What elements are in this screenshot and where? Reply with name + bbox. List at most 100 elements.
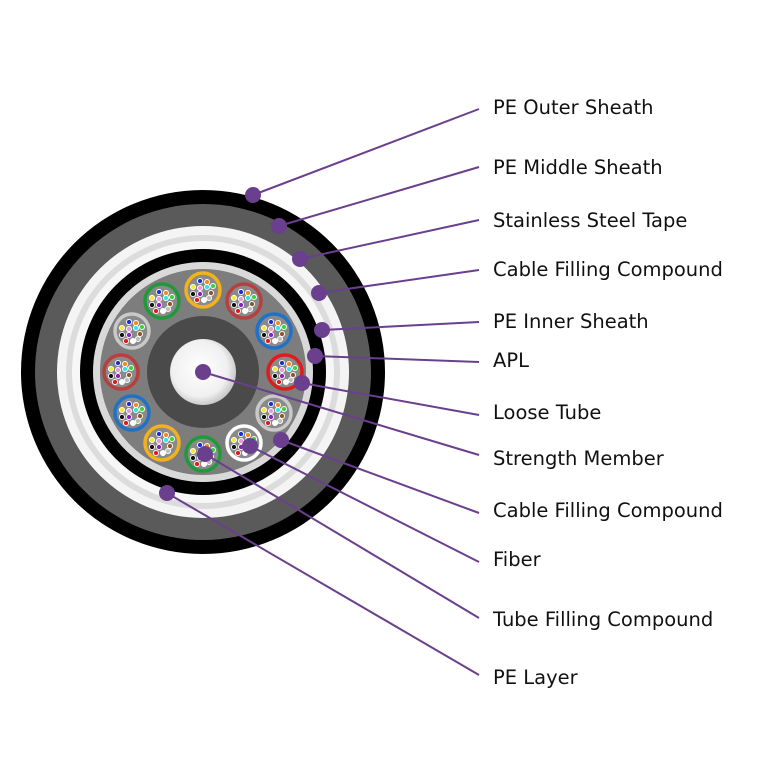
fiber	[200, 460, 208, 468]
fiber	[250, 293, 258, 301]
fiber	[200, 296, 208, 304]
fiber	[122, 419, 130, 427]
fiber	[209, 282, 217, 290]
leader-line	[204, 453, 480, 619]
fiber	[230, 436, 238, 444]
fiber	[203, 278, 211, 286]
fiber	[278, 366, 286, 374]
fiber	[132, 319, 140, 327]
fiber	[123, 376, 131, 384]
fiber	[134, 417, 142, 425]
fiber	[275, 378, 283, 386]
leader-dot	[271, 218, 287, 234]
fiber	[276, 335, 284, 343]
leader-line	[314, 355, 480, 363]
label-stainless-steel-tape: Stainless Steel Tape	[493, 209, 688, 232]
fiber	[280, 323, 288, 331]
fiber	[264, 337, 272, 345]
fiber	[267, 413, 275, 421]
label-pe-layer: PE Layer	[493, 666, 578, 689]
fiber	[148, 443, 156, 451]
fiber	[278, 330, 286, 338]
fiber	[148, 301, 156, 309]
fiber	[164, 305, 172, 313]
fiber	[196, 290, 204, 298]
fiber	[237, 295, 245, 303]
fiber	[166, 300, 174, 308]
label-cable-filling-compound-outer: Cable Filling Compound	[493, 258, 723, 281]
fiber	[132, 401, 140, 409]
fiber	[118, 378, 126, 386]
fiber	[125, 325, 133, 333]
fiber	[248, 300, 256, 308]
fiber	[244, 289, 252, 297]
fiber	[138, 405, 146, 413]
fiber	[274, 406, 282, 414]
fiber	[155, 437, 163, 445]
fiber	[164, 447, 172, 455]
fiber	[155, 430, 163, 438]
label-cable-filling-compound-inner: Cable Filling Compound	[493, 499, 723, 522]
leader-dot	[245, 187, 261, 203]
fiber	[278, 412, 286, 420]
label-pe-inner-sheath: PE Inner Sheath	[493, 310, 649, 333]
fiber	[121, 360, 129, 368]
leader-dot	[242, 438, 258, 454]
fiber	[148, 436, 156, 444]
fiber	[274, 319, 282, 327]
fiber	[278, 359, 286, 367]
fiber	[230, 301, 238, 309]
fiber	[241, 307, 249, 315]
fiber	[155, 288, 163, 296]
fiber	[260, 406, 268, 414]
fiber	[129, 419, 137, 427]
label-fiber: Fiber	[493, 548, 541, 571]
leader-line	[299, 219, 480, 260]
leader-line	[278, 166, 480, 227]
label-loose-tube: Loose Tube	[493, 401, 602, 424]
fiber	[152, 307, 160, 315]
label-pe-outer-sheath: PE Outer Sheath	[493, 96, 654, 119]
label-apl: APL	[493, 349, 529, 372]
fiber	[189, 290, 197, 298]
fiber	[230, 443, 238, 451]
leader-line	[280, 439, 480, 514]
fiber	[291, 364, 299, 372]
fiber	[127, 364, 135, 372]
fiber	[162, 294, 170, 302]
fiber	[230, 294, 238, 302]
fiber	[267, 325, 275, 333]
fiber	[114, 359, 122, 367]
fiber	[271, 419, 279, 427]
fiber	[114, 366, 122, 374]
fiber	[276, 417, 284, 425]
fiber	[168, 293, 176, 301]
leader-dot	[314, 322, 330, 338]
fiber	[196, 284, 204, 292]
fiber	[205, 294, 213, 302]
fiber	[282, 378, 290, 386]
fiber	[162, 431, 170, 439]
fiber	[244, 431, 252, 439]
fiber	[189, 447, 197, 455]
leader-dot	[311, 285, 327, 301]
label-tube-filling-compound: Tube Filling Compound	[493, 608, 714, 631]
fiber	[271, 365, 279, 373]
fiber	[118, 324, 126, 332]
fiber	[267, 407, 275, 415]
fiber	[260, 413, 268, 421]
fiber	[267, 318, 275, 326]
fiber	[280, 405, 288, 413]
leader-dot	[307, 348, 323, 364]
fiber	[189, 454, 197, 462]
fiber	[267, 400, 275, 408]
fiber	[125, 413, 133, 421]
fiber	[107, 372, 115, 380]
fiber	[122, 337, 130, 345]
fiber	[114, 372, 122, 380]
fiber	[148, 294, 156, 302]
fiber	[237, 430, 245, 438]
label-strength-member: Strength Member	[493, 447, 664, 470]
